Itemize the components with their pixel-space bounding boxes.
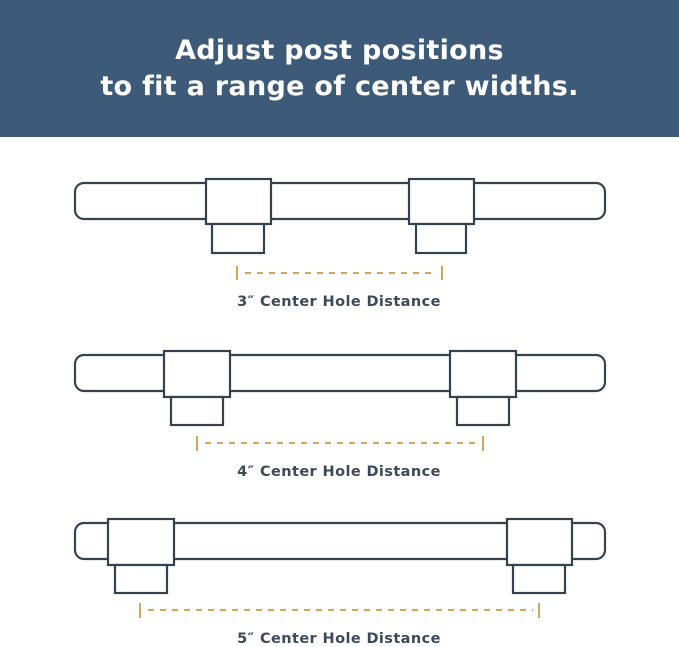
header-title-line-1: Adjust post positions [175, 34, 504, 66]
post-block-left [162, 349, 232, 399]
post-foot-left [210, 222, 266, 255]
dimension-line-3-inch [236, 266, 443, 280]
post-block-right [505, 517, 574, 567]
post-block-left [204, 177, 273, 226]
handle-bar [73, 181, 607, 221]
header-banner: Adjust post positions to fit a range of … [0, 0, 679, 137]
post-foot-left [113, 563, 169, 595]
handle-3-inch [73, 177, 607, 255]
handle-bar [73, 353, 607, 393]
dimension-line-4-inch [196, 436, 484, 451]
post-foot-left [169, 395, 225, 427]
handle-4-inch [73, 349, 607, 427]
post-block-right [407, 177, 476, 226]
post-foot-right [511, 563, 567, 595]
caption-4-inch: 4″ Center Hole Distance [237, 464, 441, 480]
post-block-right [448, 349, 518, 399]
post-foot-right [414, 222, 468, 255]
header-title-line-2: to fit a range of center widths. [100, 70, 579, 102]
handle-bar [73, 521, 607, 561]
post-block-left [106, 517, 176, 567]
post-foot-right [455, 395, 511, 427]
dimension-line-5-inch [139, 603, 540, 618]
caption-5-inch: 5″ Center Hole Distance [237, 631, 441, 647]
caption-3-inch: 3″ Center Hole Distance [237, 294, 441, 310]
handle-5-inch [73, 517, 607, 595]
